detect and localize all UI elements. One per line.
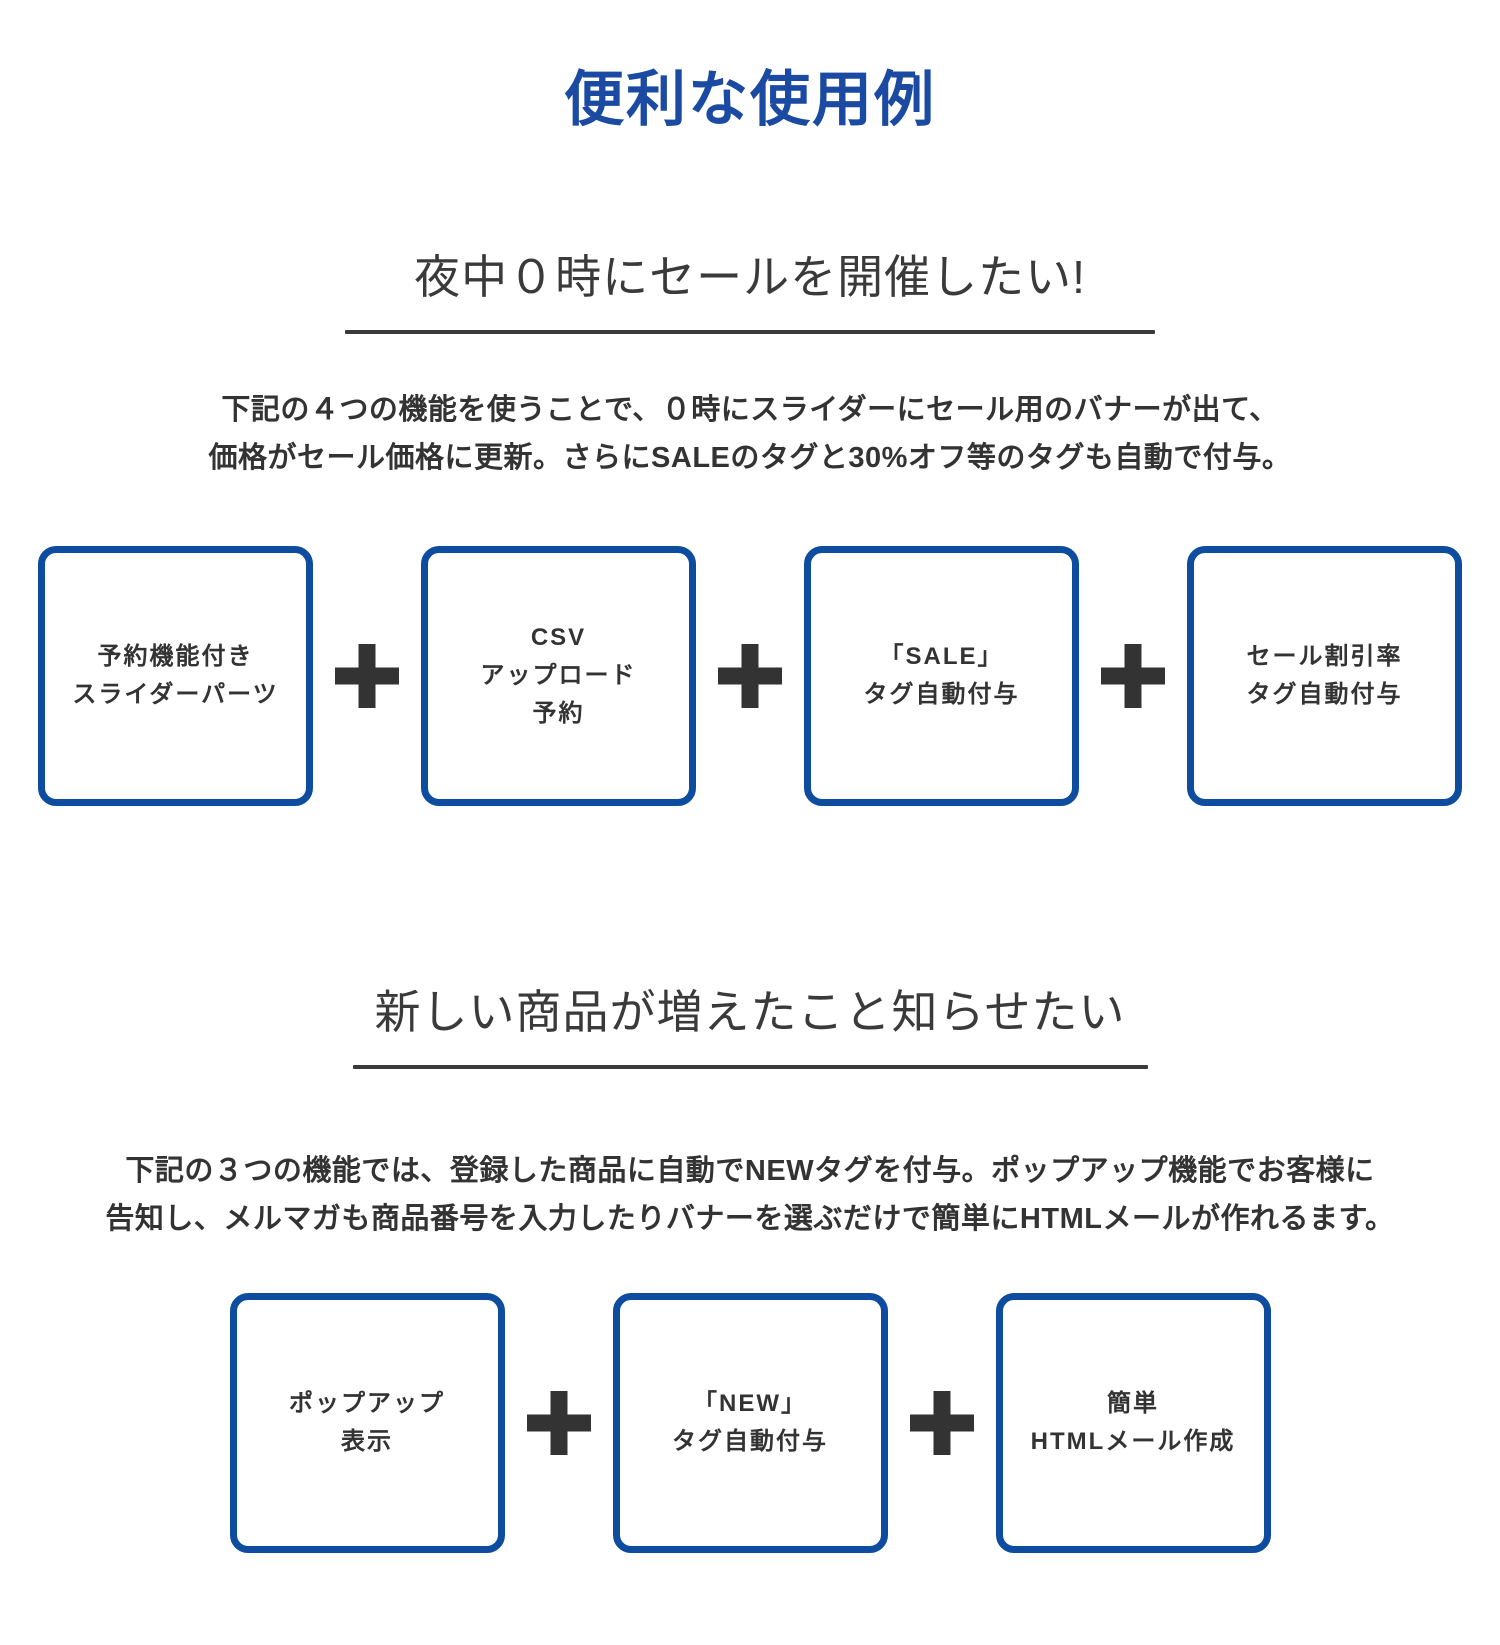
feature-box-label: 「NEW」 タグ自動付与 [672,1385,828,1461]
feature-box-label: CSV アップロード 予約 [481,619,637,733]
feature-box-html-mail: 簡単 HTMLメール作成 [995,1293,1271,1553]
description-line: 価格がセール価格に更新。さらにSALEのタグと30%オフ等のタグも自動で付与。 [208,442,1292,474]
feature-box-line: セール割引率 [1246,643,1403,670]
feature-box-label: 予約機能付き スライダーパーツ [72,638,278,714]
feature-box-new-tag: 「NEW」 タグ自動付与 [612,1293,888,1553]
feature-box-popup: ポップアップ 表示 [229,1293,505,1553]
feature-box-line: ポップアップ [289,1390,445,1417]
feature-box-line: タグ自動付与 [863,681,1020,708]
description-line: 下記の３つの機能では、登録した商品に自動でNEWタグを付与。ポップアップ機能でお… [125,1155,1375,1187]
feature-box-sale-tag: 「SALE」 タグ自動付与 [804,546,1079,806]
feature-box-line: 予約 [532,700,585,727]
feature-box-label: ポップアップ 表示 [289,1385,445,1461]
page-title: 便利な使用例 [564,66,936,133]
description-line: 告知し、メルマガも商品番号を入力したりバナーを選ぶだけで簡単にHTMLメールが作… [105,1203,1395,1235]
description-line: 下記の４つの機能を使うことで、０時にスライダーにセール用のバナーが出て、 [221,394,1279,426]
section-midnight-sale: 夜中０時にセールを開催したい! 下記の４つの機能を使うことで、０時にスライダーに… [0,246,1500,806]
section-description: 下記の４つの機能を使うことで、０時にスライダーにセール用のバナーが出て、 価格が… [0,386,1500,482]
plus-icon [1101,644,1165,708]
plus-icon [335,644,399,708]
feature-box-reservation-slider: 予約機能付き スライダーパーツ [38,546,313,806]
feature-box-line: CSV [530,624,587,651]
feature-box-line: 予約機能付き [97,643,254,670]
feature-box-label: 簡単 HTMLメール作成 [1031,1385,1236,1461]
feature-box-row: 予約機能付き スライダーパーツ CSV アップロード 予約 「SALE」 タグ自… [0,546,1500,806]
feature-box-line: 「SALE」 [879,643,1004,670]
heading-underline [352,1065,1148,1069]
feature-box-label: セール割引率 タグ自動付与 [1247,638,1403,714]
feature-box-line: アップロード [480,662,637,689]
heading-underline [345,330,1155,334]
plus-icon [718,644,782,708]
plus-icon [527,1391,591,1455]
feature-box-line: スライダーパーツ [72,681,279,708]
feature-box-line: 「NEW」 [693,1390,807,1417]
feature-box-line: HTMLメール作成 [1030,1428,1236,1455]
feature-box-row: ポップアップ 表示 「NEW」 タグ自動付与 簡単 HTMLメール作成 [0,1293,1500,1553]
section-new-products: 新しい商品が増えたこと知らせたい 下記の３つの機能では、登録した商品に自動でNE… [0,981,1500,1553]
feature-box-label: 「SALE」 タグ自動付与 [864,638,1020,714]
feature-box-line: タグ自動付与 [1246,681,1403,708]
feature-box-line: 表示 [341,1428,393,1455]
feature-box-line: 簡単 [1107,1390,1159,1417]
plus-icon [910,1391,974,1455]
feature-box-discount-tag: セール割引率 タグ自動付与 [1187,546,1462,806]
feature-box-csv-upload: CSV アップロード 予約 [421,546,696,806]
section-description: 下記の３つの機能では、登録した商品に自動でNEWタグを付与。ポップアップ機能でお… [0,1147,1500,1243]
feature-box-line: タグ自動付与 [672,1428,828,1455]
section-heading: 夜中０時にセールを開催したい! [414,251,1086,303]
section-heading: 新しい商品が増えたこと知らせたい [374,986,1126,1038]
